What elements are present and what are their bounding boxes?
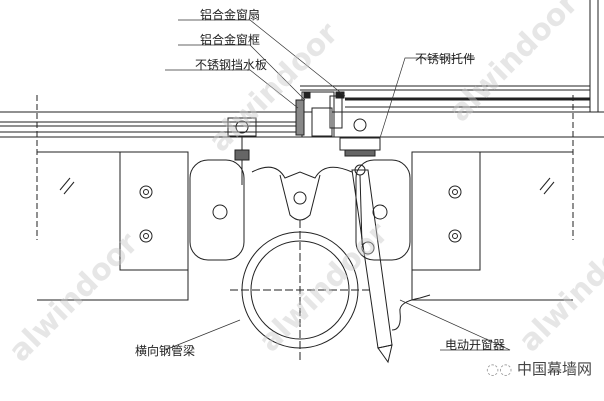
brand-logo-text: ◌◌ 中国幕墙网 [486,360,592,378]
label-steel-bracket: 不锈钢托件 [415,52,476,66]
leader-lines [164,19,511,351]
frame-lines [0,0,604,138]
sash-profile [295,91,367,138]
label-water-board: 不锈钢挡水板 [195,58,268,72]
label-window-opener: 电动开窗器 [445,338,506,352]
left-clip [227,117,257,185]
right-rounded-bracket [355,159,411,261]
right-bolt [372,204,388,220]
steel-tube-beam [230,220,370,360]
left-bolt [212,204,228,220]
label-aluminum-frame: 铝合金窗框 [200,33,261,47]
window-opener-actuator [351,164,431,364]
label-steel-beam: 横向钢管梁 [135,344,196,358]
label-aluminum-sash: 铝合金窗扇 [200,8,261,22]
wechat-icon: ◌◌ [486,360,517,378]
left-rounded-bracket [189,159,245,261]
left-plate [37,151,189,301]
right-plate [411,151,573,301]
